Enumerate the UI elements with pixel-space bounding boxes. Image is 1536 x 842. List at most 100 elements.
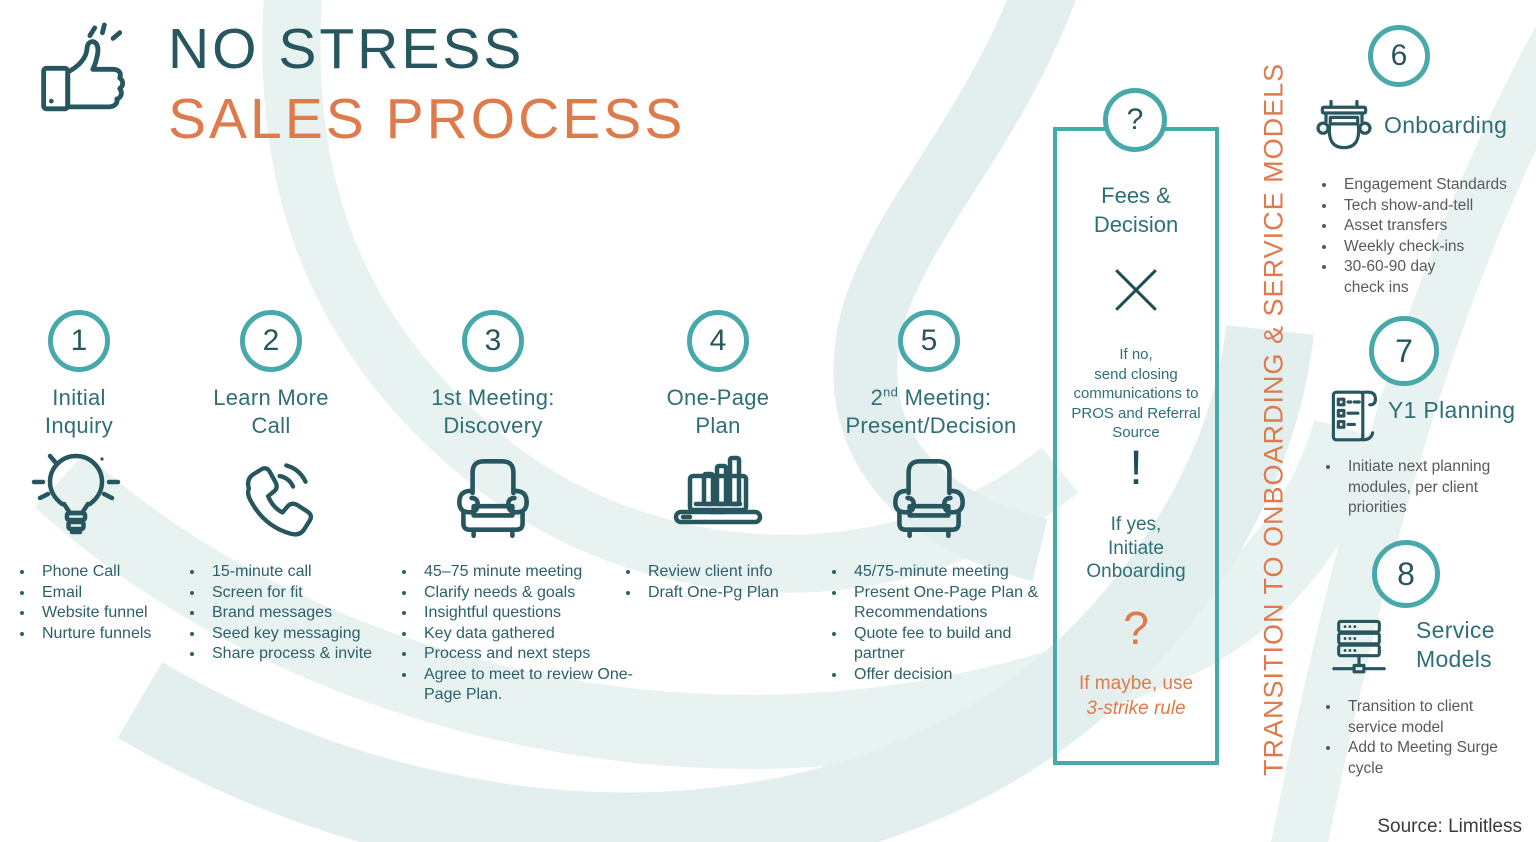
question-mark-orange-icon: ?: [1123, 602, 1149, 654]
planning-checklist-icon: [1318, 380, 1388, 452]
step-6-number-circle: 6: [1368, 25, 1430, 87]
no-line: PROS and Referral: [1071, 404, 1201, 422]
bullet-item: Review client info: [622, 562, 822, 583]
bullet-item: Transition to client service model: [1322, 697, 1518, 738]
step-2-bullets: 15-minute call Screen for fit Brand mess…: [186, 562, 398, 665]
step-6-title: Onboarding: [1384, 112, 1508, 138]
step-5-title: 2nd Meeting: Present/Decision: [805, 384, 1057, 440]
bullet-item: Draft One-Pg Plan: [622, 583, 822, 604]
step-4-bullets: Review client info Draft One-Pg Plan: [622, 562, 822, 603]
step-title-line: Plan: [695, 413, 741, 438]
yes-line: Onboarding: [1086, 561, 1186, 582]
phone-call-icon: [220, 452, 320, 548]
step-3-bullets: 45–75 minute meeting Clarify needs & goa…: [398, 562, 638, 706]
yes-line: Initiate: [1108, 537, 1164, 559]
step-8-bullets: Transition to client service model Add t…: [1322, 697, 1527, 779]
no-line: Source: [1112, 424, 1160, 441]
ordinal-number: 2: [870, 385, 884, 410]
step-title-line: Discovery: [443, 413, 543, 438]
step-title-line: Present/Decision: [845, 413, 1017, 438]
bullet-item: Insightful questions: [398, 603, 638, 624]
no-line: If no,: [1119, 346, 1153, 363]
bullet-item: Present One-Page Plan & Recommendations: [828, 583, 1060, 624]
step-2-number-circle: 2: [240, 310, 302, 372]
bullet-item: Asset transfers: [1318, 216, 1536, 237]
step-8-number-circle: 8: [1372, 540, 1440, 608]
bullet-item: Clarify needs & goals: [398, 583, 638, 604]
fees-decision-box: Fees & Decision If no, send closing comm…: [1053, 127, 1219, 765]
lightbulb-icon: [26, 446, 126, 546]
bullet-item: Seed key messaging: [186, 624, 398, 645]
step-8-title: Service Models: [1416, 617, 1495, 672]
step-number: 1: [70, 324, 88, 357]
armchair-icon: [442, 448, 544, 542]
step-number: 5: [920, 324, 938, 357]
bullet-item: Add to Meeting Surge cycle: [1322, 738, 1498, 779]
step-7-title: Y1 Planning: [1388, 397, 1516, 423]
step-5-number-circle: 5: [898, 310, 960, 372]
maybe-rule: 3-strike rule: [1086, 698, 1186, 719]
step-number: 3: [484, 324, 502, 357]
bullet-item: Email: [16, 583, 184, 604]
step-3-number-circle: 3: [462, 310, 524, 372]
step-number: 8: [1397, 555, 1415, 592]
laptop-chart-icon: [662, 446, 774, 542]
bullet-item: 30-60-90 day check ins: [1318, 257, 1474, 298]
thumbs-up-icon: [34, 22, 140, 132]
step-title-line: Learn More: [213, 385, 329, 410]
bullet-item: Phone Call: [16, 562, 184, 583]
bullet-item: 45–75 minute meeting: [398, 562, 638, 583]
bullet-item: Share process & invite: [186, 644, 398, 665]
bullet-item: Offer decision: [828, 665, 1060, 686]
no-line: send closing: [1094, 365, 1178, 383]
decision-title: Fees & Decision: [1057, 181, 1215, 239]
bullet-item: Brand messages: [186, 603, 398, 624]
bullet-item: Website funnel: [16, 603, 184, 624]
bullet-item: Nurture funnels: [16, 624, 184, 645]
step-2-title: Learn More Call: [171, 384, 371, 440]
ordinal-suffix: nd: [883, 384, 899, 400]
step-number: 7: [1395, 332, 1413, 369]
source-attribution: Source: Limitless: [1377, 816, 1522, 837]
step-1-title: Initial Inquiry: [0, 384, 159, 440]
decision-yes-text: If yes, Initiate Onboarding: [1057, 513, 1215, 584]
bullet-item: Initiate next planning modules, per clie…: [1322, 457, 1518, 519]
step-5-bullets: 45/75-minute meeting Present One-Page Pl…: [828, 562, 1060, 685]
decision-maybe-text: If maybe, use 3-strike rule: [1057, 671, 1215, 721]
maybe-line: If maybe, use: [1078, 673, 1194, 694]
step-7-number-circle: 7: [1369, 316, 1439, 386]
transition-banner: TRANSITION TO ONBOARDING & SERVICE MODEL…: [1258, 62, 1289, 776]
x-mark-icon: [1057, 267, 1215, 318]
question-badge: ?: [1103, 88, 1167, 152]
step-number: 2: [262, 324, 280, 357]
step-title-line: 1st Meeting:: [431, 385, 555, 410]
step-number: 6: [1390, 39, 1408, 72]
bullet-item: Key data gathered: [398, 624, 638, 645]
bullet-item: Tech show-and-tell: [1318, 196, 1536, 217]
step-3-title: 1st Meeting: Discovery: [389, 384, 597, 440]
bullet-item: Quote fee to build and partner: [828, 624, 1060, 665]
bullet-item: Agree to meet to review One-Page Plan.: [398, 665, 638, 706]
bullet-item: Screen for fit: [186, 583, 398, 604]
step-1-number-circle: 1: [48, 310, 110, 372]
step-title-line: Initial: [52, 385, 106, 410]
title-line-2: SALES PROCESS: [168, 87, 686, 151]
bullet-item: Engagement Standards: [1318, 175, 1536, 196]
onboarding-banner-icon: [1308, 92, 1380, 160]
bullet-item: Weekly check-ins: [1318, 237, 1536, 258]
step-1-bullets: Phone Call Email Website funnel Nurture …: [16, 562, 184, 644]
step-title-line: One-Page: [666, 385, 770, 410]
step-7-bullets: Initiate next planning modules, per clie…: [1322, 457, 1527, 519]
decision-title-line: Fees &: [1101, 183, 1171, 208]
step-title-line: 2nd Meeting:: [805, 384, 1057, 412]
step-title-line: Call: [251, 413, 291, 438]
server-stack-icon: [1324, 612, 1394, 684]
bullet-item: 15-minute call: [186, 562, 398, 583]
bullet-item: 45/75-minute meeting: [828, 562, 1060, 583]
step-4-title: One-Page Plan: [614, 384, 822, 440]
title-rest: Meeting:: [898, 385, 992, 410]
step-title-line: Inquiry: [44, 413, 114, 438]
yes-line: If yes,: [1110, 514, 1162, 535]
